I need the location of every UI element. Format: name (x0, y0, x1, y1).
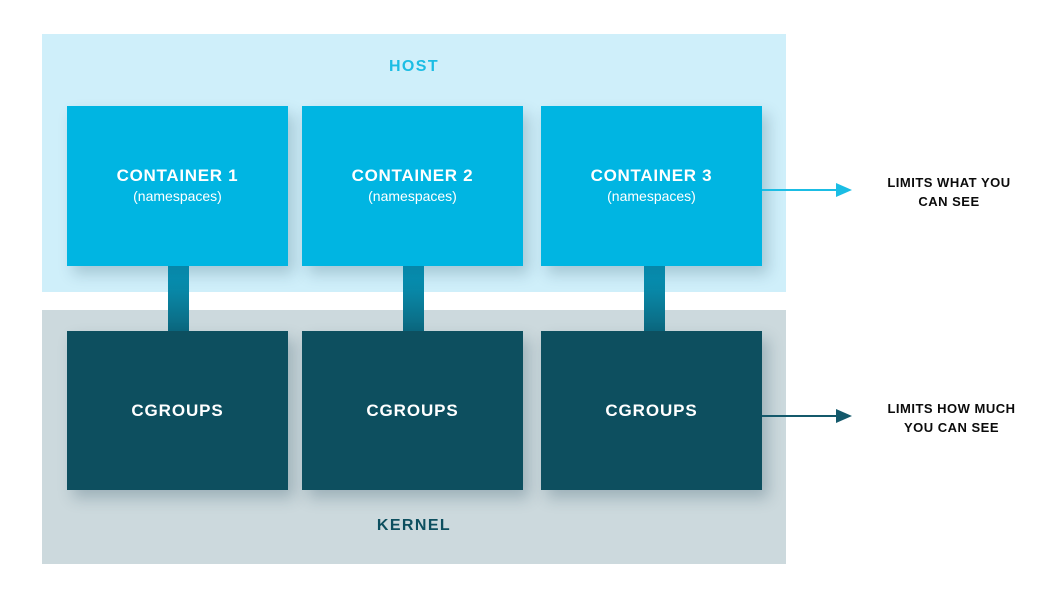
kernel-panel-label: KERNEL (376, 517, 452, 534)
arrow-right-icon (762, 183, 852, 197)
annotation-cgroups-label: LIMITS HOW MUCH YOU CAN SEE (887, 401, 1016, 435)
annotation-namespaces-label: LIMITS WHAT YOU CAN SEE (887, 175, 1011, 209)
annotation-namespaces: LIMITS WHAT YOU CAN SEE (762, 174, 1052, 224)
host-panel-label: HOST (388, 58, 440, 75)
container-box-1-title: CONTAINER 1 (116, 166, 239, 186)
container-box-2-subtitle: (namespaces) (368, 188, 457, 205)
container-box-1-subtitle: (namespaces) (133, 188, 222, 205)
arrow-right-icon (762, 409, 852, 423)
container-box-2: CONTAINER 2 (namespaces) (302, 106, 523, 266)
cgroup-box-1: CGROUPS (67, 331, 288, 490)
annotation-cgroups: LIMITS HOW MUCH YOU CAN SEE (762, 400, 1052, 450)
cgroup-box-3-title: CGROUPS (605, 400, 698, 420)
cgroup-box-1-title: CGROUPS (131, 400, 224, 420)
container-box-2-title: CONTAINER 2 (351, 166, 474, 186)
cgroup-box-2: CGROUPS (302, 331, 523, 490)
cgroup-box-2-title: CGROUPS (366, 400, 459, 420)
container-box-1: CONTAINER 1 (namespaces) (67, 106, 288, 266)
container-box-3: CONTAINER 3 (namespaces) (541, 106, 762, 266)
container-box-3-subtitle: (namespaces) (607, 188, 696, 205)
cgroup-box-3: CGROUPS (541, 331, 762, 490)
container-box-3-title: CONTAINER 3 (590, 166, 713, 186)
